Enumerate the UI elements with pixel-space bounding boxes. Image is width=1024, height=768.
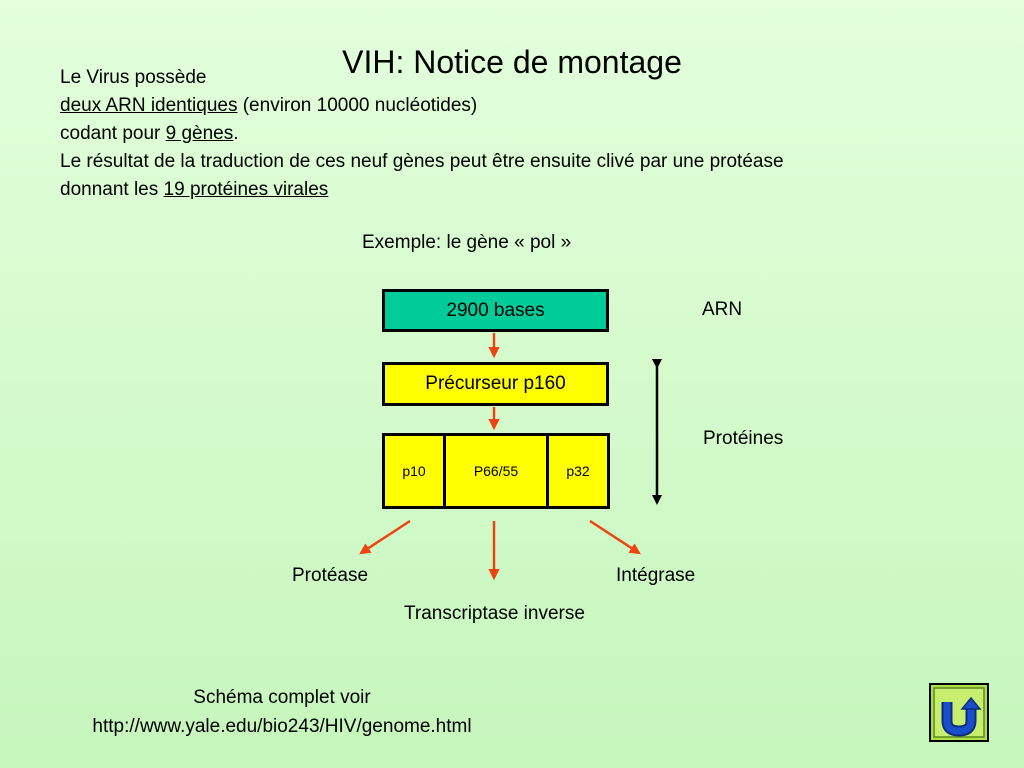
return-button[interactable] [929,683,989,742]
intro-line-2-rest: (environ 10000 nucléotides) [237,95,478,116]
segment-p10: p10 [382,433,446,509]
product-protease: Protéase [292,565,369,586]
arrow-to-protease [359,519,411,555]
label-proteines: Protéines [703,428,784,449]
footer-url[interactable]: http://www.yale.edu/bio243/HIV/genome.ht… [92,716,472,737]
intro-line-2: deux ARN identiques (environ 10000 nuclé… [60,92,784,120]
segment-p32: p32 [546,433,610,509]
intro-line-3-post: . [233,123,239,144]
precursor-box: Précurseur p160 [382,362,609,406]
segment-p66-55: P66/55 [443,433,549,509]
footer-note: Schéma complet voir http://www.yale.edu/… [52,683,512,741]
intro-line-5: donnant les 19 protéines virales [60,176,784,204]
footer-line-1: Schéma complet voir [193,687,371,708]
link-19-proteines-virales[interactable]: 19 protéines virales [163,179,329,200]
intro-line-1: Le Virus possède [60,67,207,88]
example-caption: Exemple: le gène « pol » [362,232,572,253]
link-deux-arn-identiques[interactable]: deux ARN identiques [60,95,238,116]
intro-line-3: codant pour 9 gènes. [60,120,784,148]
intro-line-4: Le résultat de la traduction de ces neuf… [60,151,784,172]
intro-paragraph: Le Virus possède deux ARN identiques (en… [60,64,784,204]
arrow-to-integrase [589,519,641,555]
slide-title: VIH: Notice de montage [342,44,682,80]
link-9-genes[interactable]: 9 gènes [165,123,234,144]
product-transcriptase-inverse: Transcriptase inverse [404,603,585,624]
return-u-turn-icon [933,687,985,738]
intro-line-5-pre: donnant les [60,179,164,200]
label-arn: ARN [702,299,743,320]
product-integrase: Intégrase [616,565,696,586]
intro-line-3-pre: codant pour [60,123,166,144]
arn-box: 2900 bases [382,289,609,332]
